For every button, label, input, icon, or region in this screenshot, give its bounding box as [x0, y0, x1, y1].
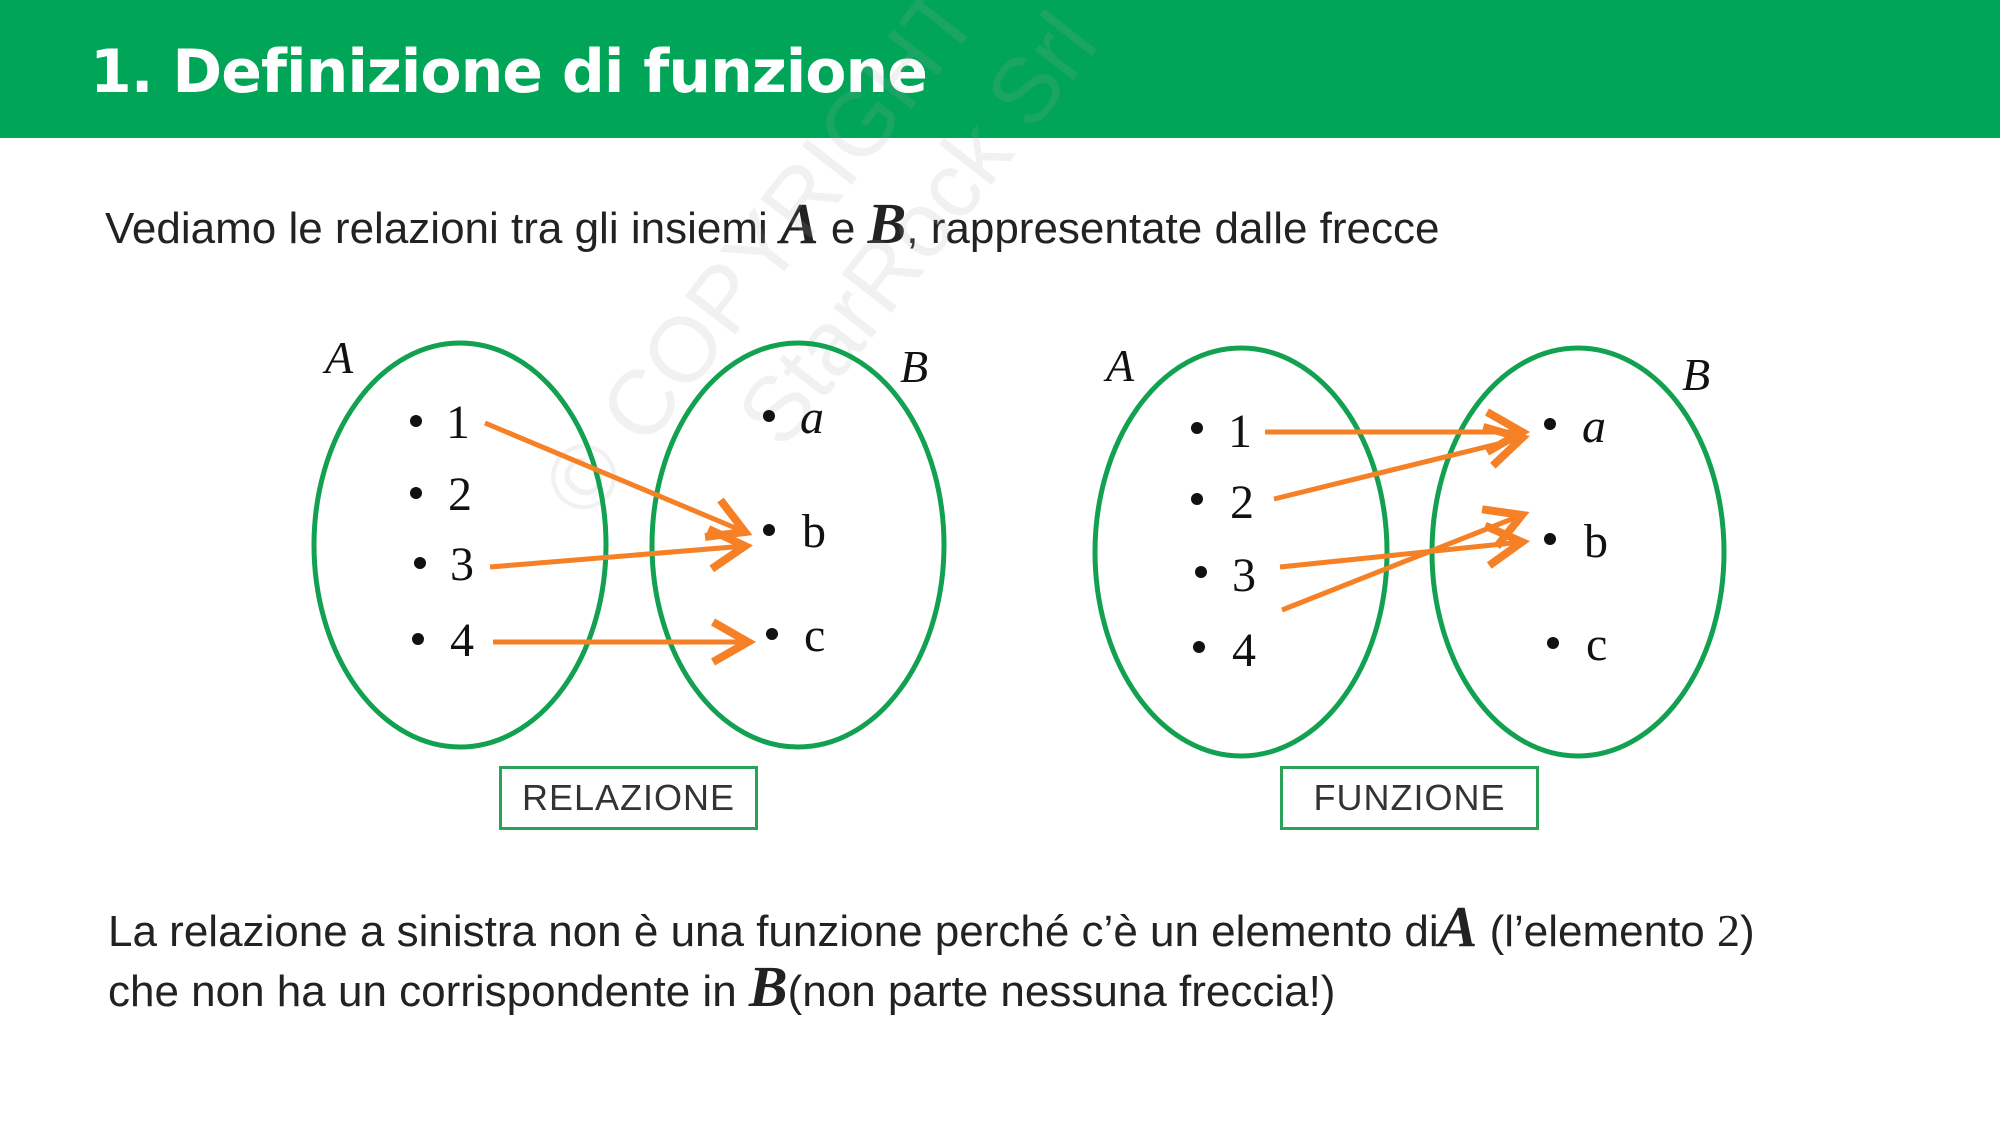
left-elem-b: b — [802, 505, 826, 558]
right-elem-2: 2 — [1230, 476, 1254, 529]
left-elem-c: c — [804, 609, 825, 662]
intro-text-1: Vediamo le relazioni tra gli insiemi — [105, 204, 780, 253]
left-set-b-ellipse — [649, 340, 947, 750]
left-arrow-1-b — [484, 420, 753, 541]
conclusion-text-2: (l’elemento — [1477, 907, 1718, 956]
left-dot-3 — [414, 557, 426, 569]
function-label-box: FUNZIONE — [1280, 766, 1539, 830]
right-elem-c: c — [1586, 618, 1607, 671]
function-diagram: A B 1 2 3 4 a b c — [1092, 340, 1727, 759]
right-arrow-4-b — [1281, 505, 1530, 613]
conclusion-text-4: che non ha un corrispondente in — [108, 967, 749, 1016]
conclusion-text-3: ) — [1740, 907, 1755, 956]
left-dot-c — [766, 628, 778, 640]
conclusion-text-5: (non parte nessuna freccia!) — [787, 967, 1336, 1016]
right-elem-3: 3 — [1232, 549, 1256, 602]
conclusion-element-2: 2 — [1717, 905, 1741, 956]
conclusion-set-a: A — [1438, 894, 1478, 959]
left-dot-2 — [410, 487, 422, 499]
right-set-a-label: A — [1103, 340, 1135, 391]
right-arrow-2-a — [1273, 423, 1530, 502]
intro-text: Vediamo le relazioni tra gli insiemi A e… — [105, 190, 1439, 257]
left-dot-1 — [410, 415, 422, 427]
intro-set-a: A — [779, 191, 819, 256]
conclusion-line-1: La relazione a sinistra non è una funzio… — [108, 893, 1755, 960]
page-title: 1. Definizione di funzione — [90, 37, 928, 107]
right-dot-1 — [1191, 422, 1203, 434]
left-elem-a: a — [800, 391, 824, 444]
right-dot-4 — [1193, 641, 1205, 653]
right-set-a-ellipse — [1092, 345, 1390, 759]
left-arrow-3-b — [489, 525, 754, 573]
conclusion-text-1: La relazione a sinistra non è una funzio… — [108, 907, 1439, 956]
left-set-a-ellipse — [311, 340, 609, 750]
intro-text-3: , rappresentate dalle frecce — [906, 204, 1440, 253]
right-set-b-label: B — [1682, 349, 1710, 400]
right-dot-c — [1547, 637, 1559, 649]
right-elem-1: 1 — [1228, 405, 1252, 458]
left-dot-b — [763, 524, 775, 536]
left-set-b-label: B — [900, 341, 928, 392]
left-elem-3: 3 — [450, 538, 474, 591]
right-elem-a: a — [1582, 400, 1606, 453]
conclusion-set-b: B — [748, 954, 788, 1019]
header-bar — [0, 0, 2000, 138]
right-elem-b: b — [1584, 515, 1608, 568]
right-dot-a — [1544, 418, 1556, 430]
right-dot-b — [1544, 533, 1556, 545]
relation-label-box: RELAZIONE — [499, 766, 758, 830]
left-set-a-label: A — [322, 332, 354, 383]
right-dot-2 — [1191, 493, 1203, 505]
left-elem-4: 4 — [450, 614, 474, 667]
right-elem-4: 4 — [1232, 624, 1256, 677]
conclusion-line-2: che non ha un corrispondente in B(non pa… — [108, 953, 1335, 1020]
intro-text-2: e — [818, 204, 868, 253]
intro-set-b: B — [867, 191, 907, 256]
left-dot-a — [763, 410, 775, 422]
left-elem-1: 1 — [446, 396, 470, 449]
relation-diagram: A B 1 2 3 4 a b c — [311, 332, 947, 750]
left-dot-4 — [412, 633, 424, 645]
right-set-b-ellipse — [1429, 345, 1727, 759]
right-dot-3 — [1195, 566, 1207, 578]
left-elem-2: 2 — [448, 468, 472, 521]
